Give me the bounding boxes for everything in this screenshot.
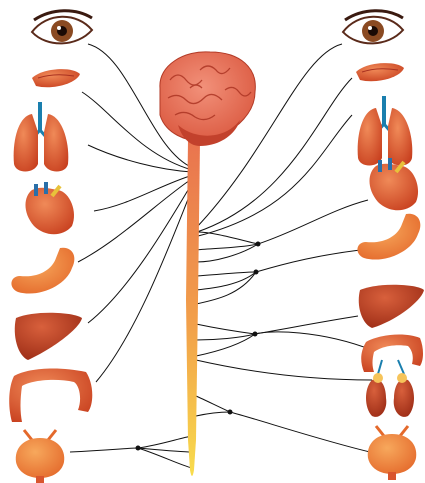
stomach-icon [11, 248, 74, 294]
lungs-icon [14, 102, 69, 172]
brain-icon [160, 52, 255, 146]
heart-icon [370, 158, 419, 210]
tongue-icon [356, 63, 404, 81]
spinal-cord [186, 140, 200, 476]
eye-icon [32, 11, 92, 44]
intestine-icon [361, 335, 423, 372]
bladder-icon [16, 430, 65, 483]
stomach-icon [357, 214, 420, 260]
liver-icon [15, 313, 82, 360]
kidneys-icon [366, 360, 414, 417]
bladder-icon [368, 426, 417, 480]
intestine-icon [9, 369, 92, 422]
eye-icon [343, 11, 403, 44]
lungs-icon [358, 96, 413, 166]
liver-icon [359, 285, 424, 328]
heart-icon [26, 182, 75, 234]
tongue-icon [32, 69, 80, 87]
